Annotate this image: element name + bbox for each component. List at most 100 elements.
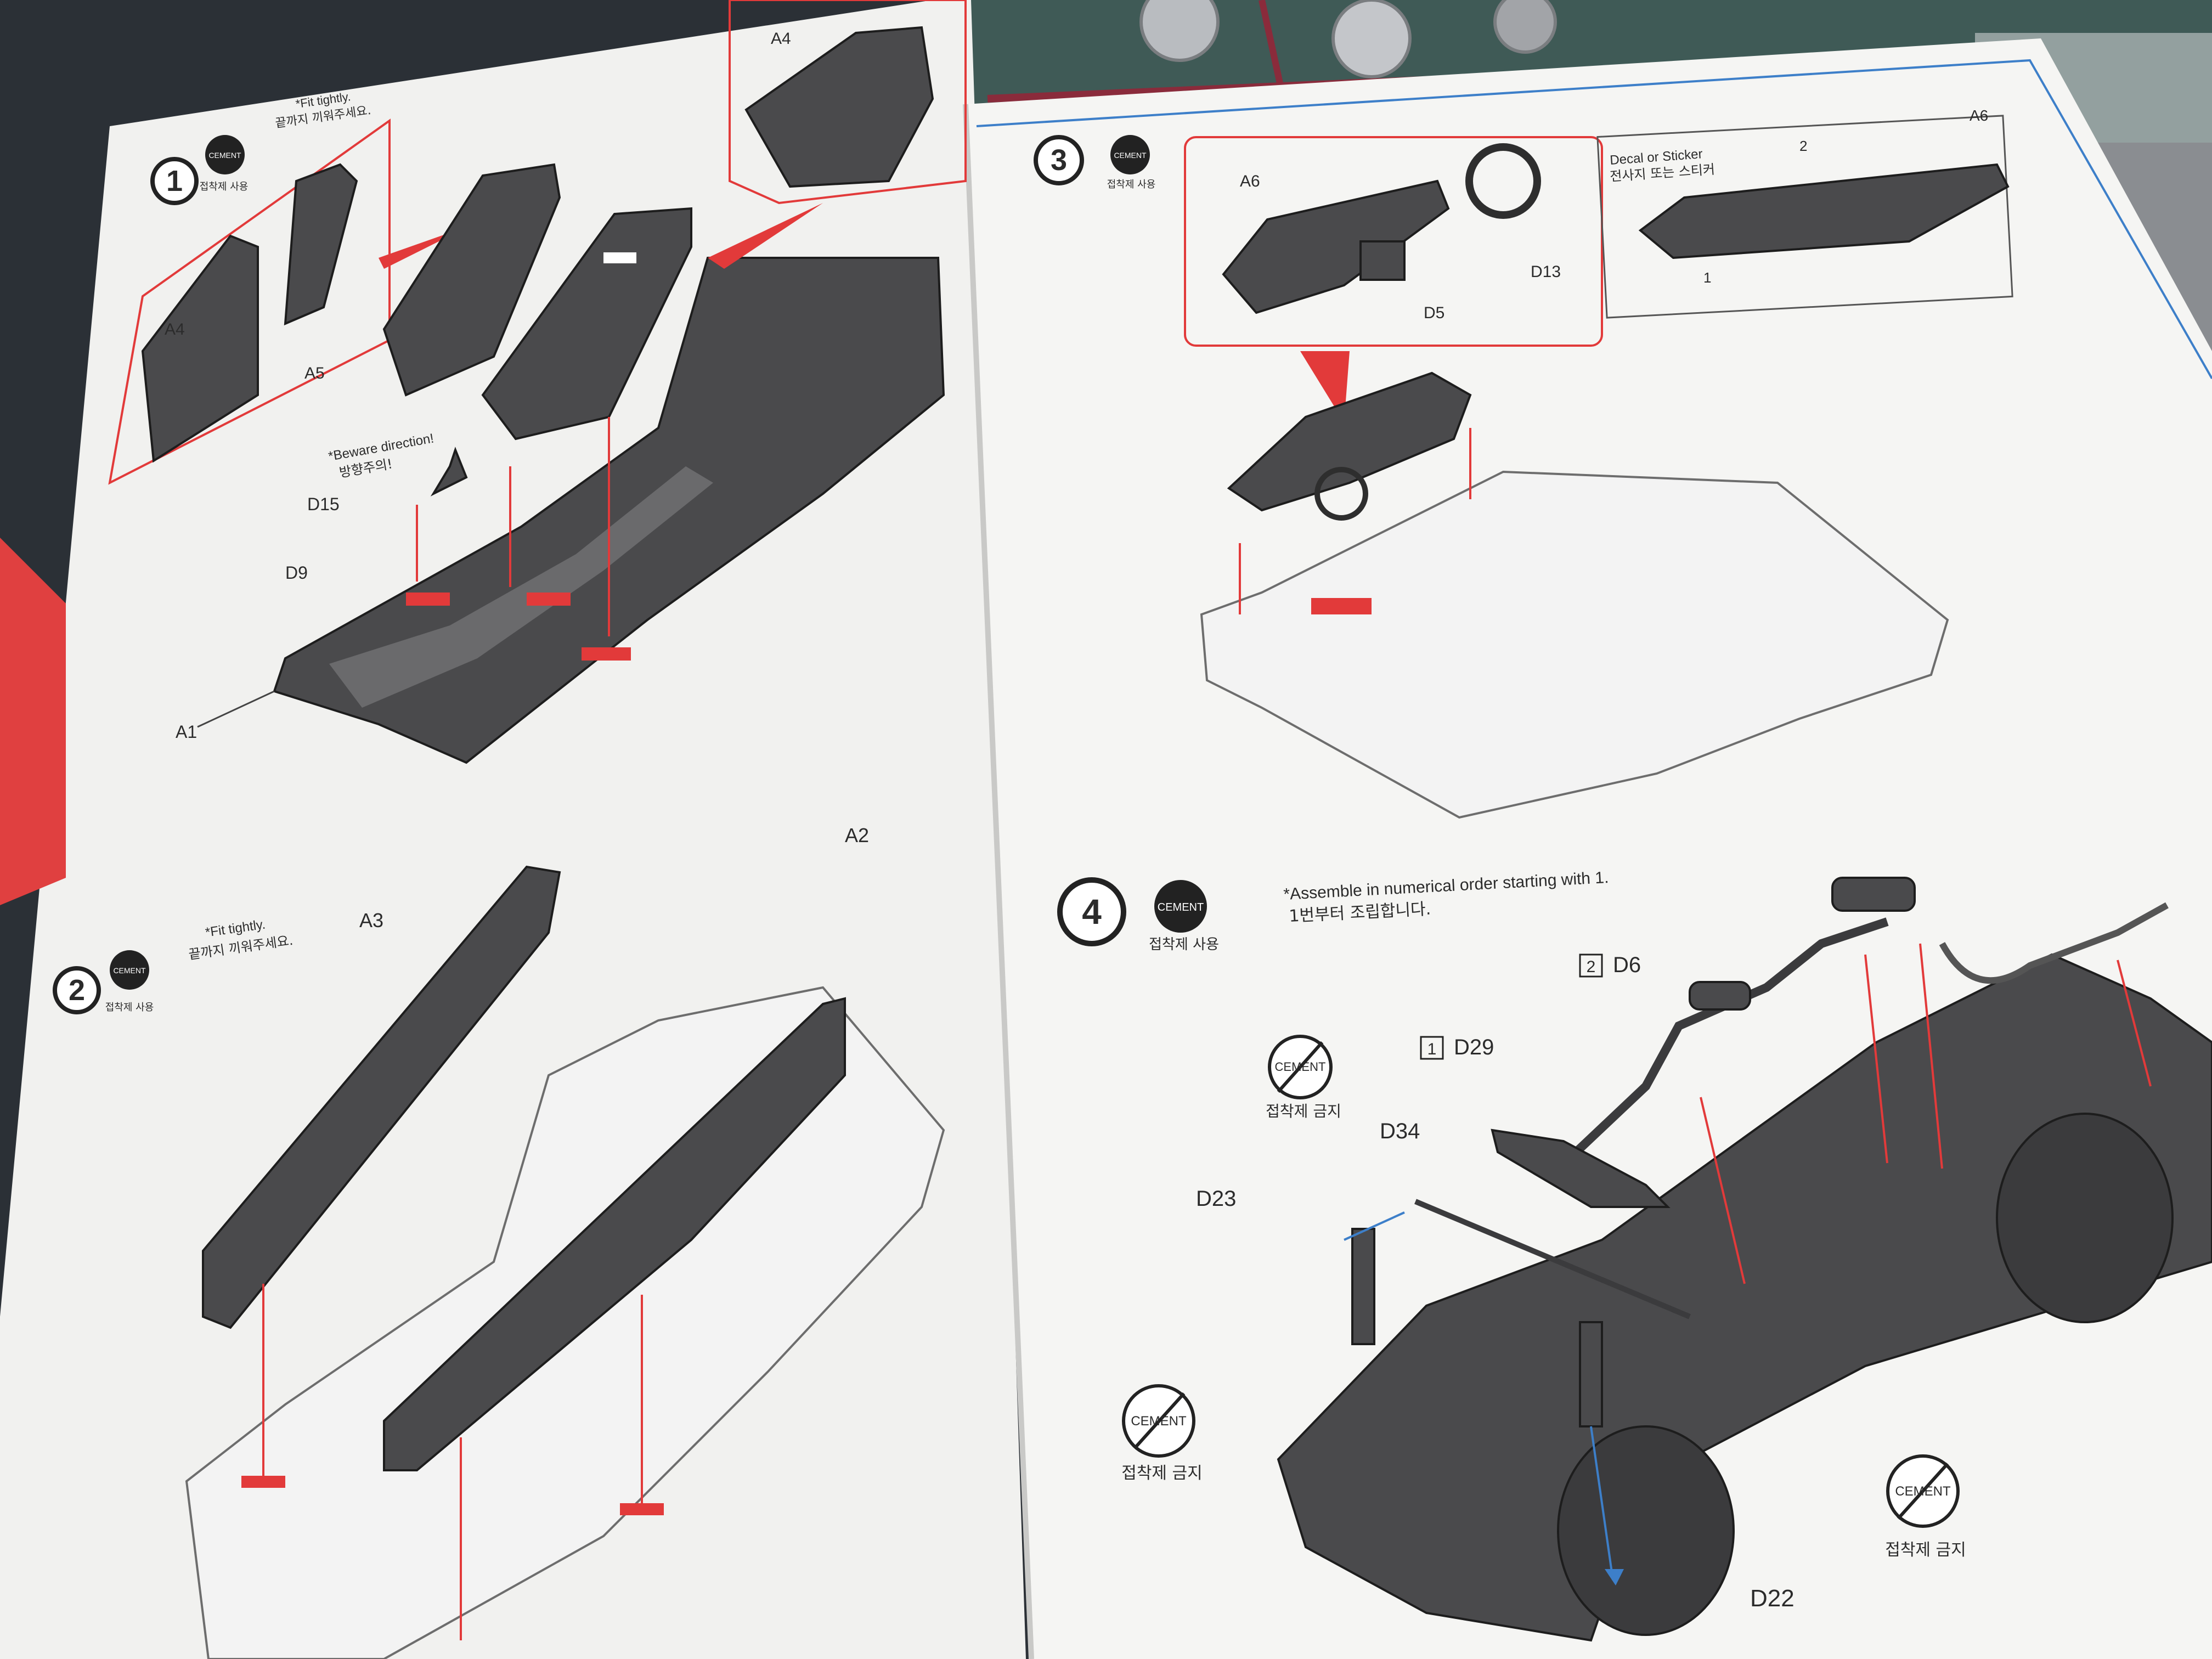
center-console [329,466,713,708]
decal-marker-1: 1 [1703,269,1711,286]
order-box-1 [1420,1036,1444,1060]
step-2-number: 2 [69,974,85,1007]
part-a1-label: A1 [176,722,197,742]
no-cement-top-kr: 접착제 금지 [1266,1102,1341,1120]
seat-back-a5 [284,163,358,326]
step-4-guide-2 [1864,954,1888,1164]
bracket-d29 [1491,1128,1671,1208]
step-2-mark-1 [241,1476,285,1488]
mount-mark-2 [527,592,571,606]
strut-d23 [1351,1228,1375,1345]
part-a2-label: A2 [845,824,869,847]
part-d9-label: D9 [285,563,308,583]
no-cement-right-kr: 접착제 금지 [1885,1541,1966,1560]
part-a4-label: A4 [165,320,185,338]
step-3-arrow [1300,351,1350,422]
step-2: 2 CEMENT 접착제 사용 *Fit tightly. 끝까지 끼워주세요.… [53,824,945,1659]
step-1-number-badge [150,157,199,205]
no-cement-left-kr: 접착제 금지 [1121,1464,1203,1483]
decal-marker-2: 2 [1799,138,1807,154]
step-4-guide-1 [1700,1097,1746,1284]
steering-wheel-d13 [1465,143,1541,219]
inset-top-seat: A4 [708,0,967,269]
no-cement-top: CEMENT 접착제 금지 [1266,1035,1341,1120]
step-4: 4 CEMENT 접착제 사용 *Assemble in numerical o… [1057,868,2212,1642]
mount-mark-1 [406,592,450,606]
rear-wheel-well [1996,1113,2174,1323]
step-3-number-badge [1034,135,1084,185]
part-d6-label: D6 [1613,953,1641,977]
step-3-mark [1311,598,1372,614]
inset-top-part-label: A4 [771,30,791,48]
mount-mark-3 [582,647,631,661]
rear-axle-link [1939,902,2169,984]
muffler-rear [1831,877,1916,912]
no-cement-top-label: CEMENT [1275,1060,1326,1074]
part-a3-label: A3 [359,909,383,932]
step-4-guide-3 [1919,943,1943,1169]
front-seat-right [481,207,692,441]
step-2-cement-icon [110,950,149,990]
part-d5-label: D5 [1424,304,1444,322]
dashboard-decal-view [1638,163,2010,259]
part-d15-label: D15 [307,494,340,514]
step-3-number: 3 [1051,144,1067,177]
step-2-cement-label: CEMENT [113,966,146,975]
step-1-cement-kr: 접착제 사용 [200,181,249,193]
no-cement-left-label: CEMENT [1131,1414,1187,1429]
seat-a4-inset [141,234,259,463]
step-1-cement-label: CEMENT [208,151,241,160]
right-page-border [976,59,2212,379]
seat-a4-top [744,26,934,188]
link-d34 [1414,1199,1691,1319]
step-4-cement-label: CEMENT [1158,901,1204,913]
step-3-cement-label: CEMENT [1114,151,1147,160]
order-box-2 [1579,953,1603,978]
body-tub [1200,470,1949,819]
order-number-1: 1 [1427,1040,1437,1058]
no-cement-right-label: CEMENT [1895,1484,1951,1499]
book-spine [963,104,1034,1659]
front-wheel-well [1557,1425,1735,1636]
step-4-cement-kr: 접착제 사용 [1149,936,1219,953]
step-4-cement-icon [1154,880,1207,933]
step-3-cement-kr: 접착제 사용 [1107,179,1156,190]
part-d23-label: D23 [1196,1187,1236,1211]
part-a6-label: A6 [1240,172,1260,190]
box-edge-left [0,538,66,905]
step-1: 1 CEMENT 접착제 사용 *Fit tightly. 끝까지 끼워주세요.… [108,89,945,764]
console-d5 [1359,240,1406,281]
step-4-number-badge [1057,877,1126,946]
part-d29-label: D29 [1454,1035,1494,1059]
decal-box [1596,115,2013,319]
muffler-front [1689,981,1751,1011]
door-panel-a2 [383,997,846,1471]
guide-blue-d22 [1590,1426,1614,1581]
arrow-blue-d22 [1605,1569,1624,1585]
decal-box-part-label: A6 [1970,107,1988,124]
part-d13-label: D13 [1531,263,1561,281]
door-panel-a3 [202,865,561,1329]
step-4-number: 4 [1082,892,1102,932]
step-3-inset-box [1184,136,1603,347]
step-2-number-badge [53,966,101,1014]
part-d34-label: D34 [1380,1119,1420,1143]
guide-blue-d23 [1344,1211,1405,1241]
part-d22-label: D22 [1750,1585,1795,1612]
step-4-guide-4 [2117,960,2152,1087]
inset-top-box [729,0,967,205]
step-1-number: 1 [166,165,183,198]
strut-d22 [1579,1321,1603,1427]
no-cement-right: CEMENT 접착제 금지 [1885,1454,1966,1560]
inset-top-arrow [708,203,823,269]
dashboard-installed [1227,371,1472,512]
step-1-cement-icon [205,135,245,174]
step-3: 3 CEMENT 접착제 사용 A6 D13 D5 A6 Decal or St… [1034,107,2013,819]
shifter-d15 [430,447,468,496]
step-2-cement-kr: 접착제 사용 [105,1002,154,1013]
step-2-mark-2 [620,1503,664,1515]
order-number-2: 2 [1587,958,1596,976]
installed-steering [1314,467,1368,521]
step-3-cement-icon [1110,135,1150,174]
